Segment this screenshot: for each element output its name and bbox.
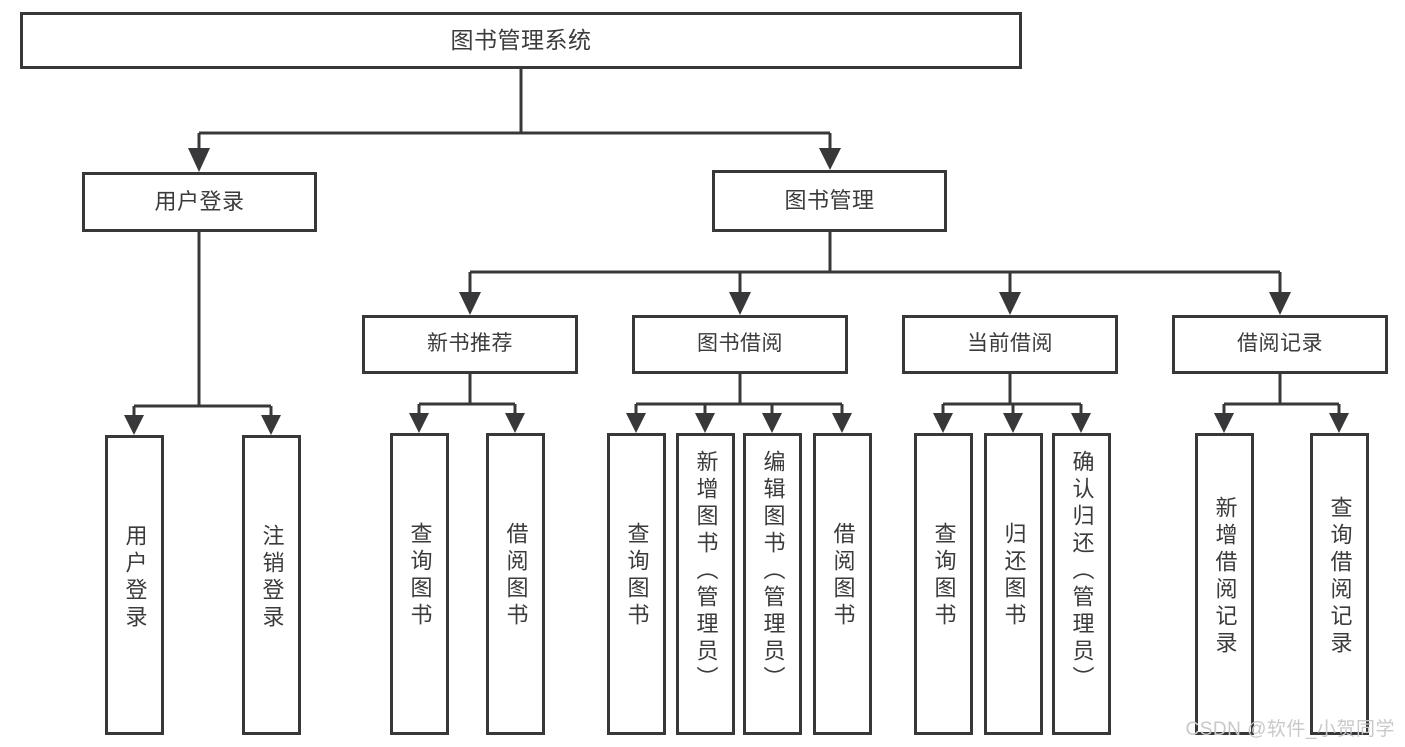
leaf-user-login-logout[interactable]: 注销登录 [242, 435, 301, 735]
node-book-management[interactable]: 图书管理 [712, 170, 947, 232]
leaf-book-borrow-query[interactable]: 查询图书 [607, 433, 666, 735]
node-label: 查询借阅记录 [1327, 496, 1353, 658]
node-borrow-record[interactable]: 借阅记录 [1172, 315, 1388, 374]
leaf-current-borrow-query[interactable]: 查询图书 [914, 433, 973, 735]
leaf-borrow-record-add[interactable]: 新增借阅记录 [1195, 433, 1254, 735]
node-label: 图书借阅 [697, 332, 783, 356]
node-label: 注销登录 [259, 524, 285, 632]
node-label: 查询图书 [931, 522, 957, 630]
node-label: 确认归还（管理员） [1069, 450, 1095, 693]
node-label: 查询图书 [407, 522, 433, 630]
node-label: 查询图书 [624, 522, 650, 630]
node-label: 借阅记录 [1237, 332, 1323, 356]
node-label: 借阅图书 [503, 522, 529, 630]
node-label: 用户登录 [122, 524, 148, 632]
node-label: 图书管理系统 [450, 26, 592, 53]
leaf-new-book-query[interactable]: 查询图书 [390, 433, 449, 735]
node-root-system[interactable]: 图书管理系统 [20, 12, 1022, 69]
leaf-current-borrow-return[interactable]: 归还图书 [984, 433, 1043, 735]
leaf-book-borrow-edit[interactable]: 编辑图书（管理员） [743, 433, 802, 735]
node-label: 当前借阅 [967, 332, 1053, 356]
node-label: 用户登录 [154, 189, 245, 215]
node-book-borrow[interactable]: 图书借阅 [632, 315, 848, 374]
leaf-new-book-borrow[interactable]: 借阅图书 [486, 433, 545, 735]
leaf-book-borrow-add[interactable]: 新增图书（管理员） [676, 433, 735, 735]
arrow-heads [124, 148, 1349, 435]
leaf-borrow-record-query[interactable]: 查询借阅记录 [1310, 433, 1369, 735]
node-label: 借阅图书 [830, 522, 856, 630]
node-current-borrow[interactable]: 当前借阅 [902, 315, 1118, 374]
node-label: 新书推荐 [427, 332, 513, 356]
leaf-user-login-login[interactable]: 用户登录 [105, 435, 164, 735]
watermark: CSDN @软件_小贺同学 [1185, 719, 1395, 740]
node-label: 新增图书（管理员） [693, 450, 719, 693]
node-new-book-recommend[interactable]: 新书推荐 [362, 315, 578, 374]
leaf-current-borrow-confirm-return[interactable]: 确认归还（管理员） [1052, 433, 1111, 735]
node-user-login[interactable]: 用户登录 [82, 172, 317, 232]
leaf-book-borrow-borrow[interactable]: 借阅图书 [813, 433, 872, 735]
node-label: 新增借阅记录 [1212, 496, 1238, 658]
node-label: 归还图书 [1001, 522, 1027, 630]
node-label: 编辑图书（管理员） [760, 450, 786, 693]
node-label: 图书管理 [784, 188, 875, 214]
